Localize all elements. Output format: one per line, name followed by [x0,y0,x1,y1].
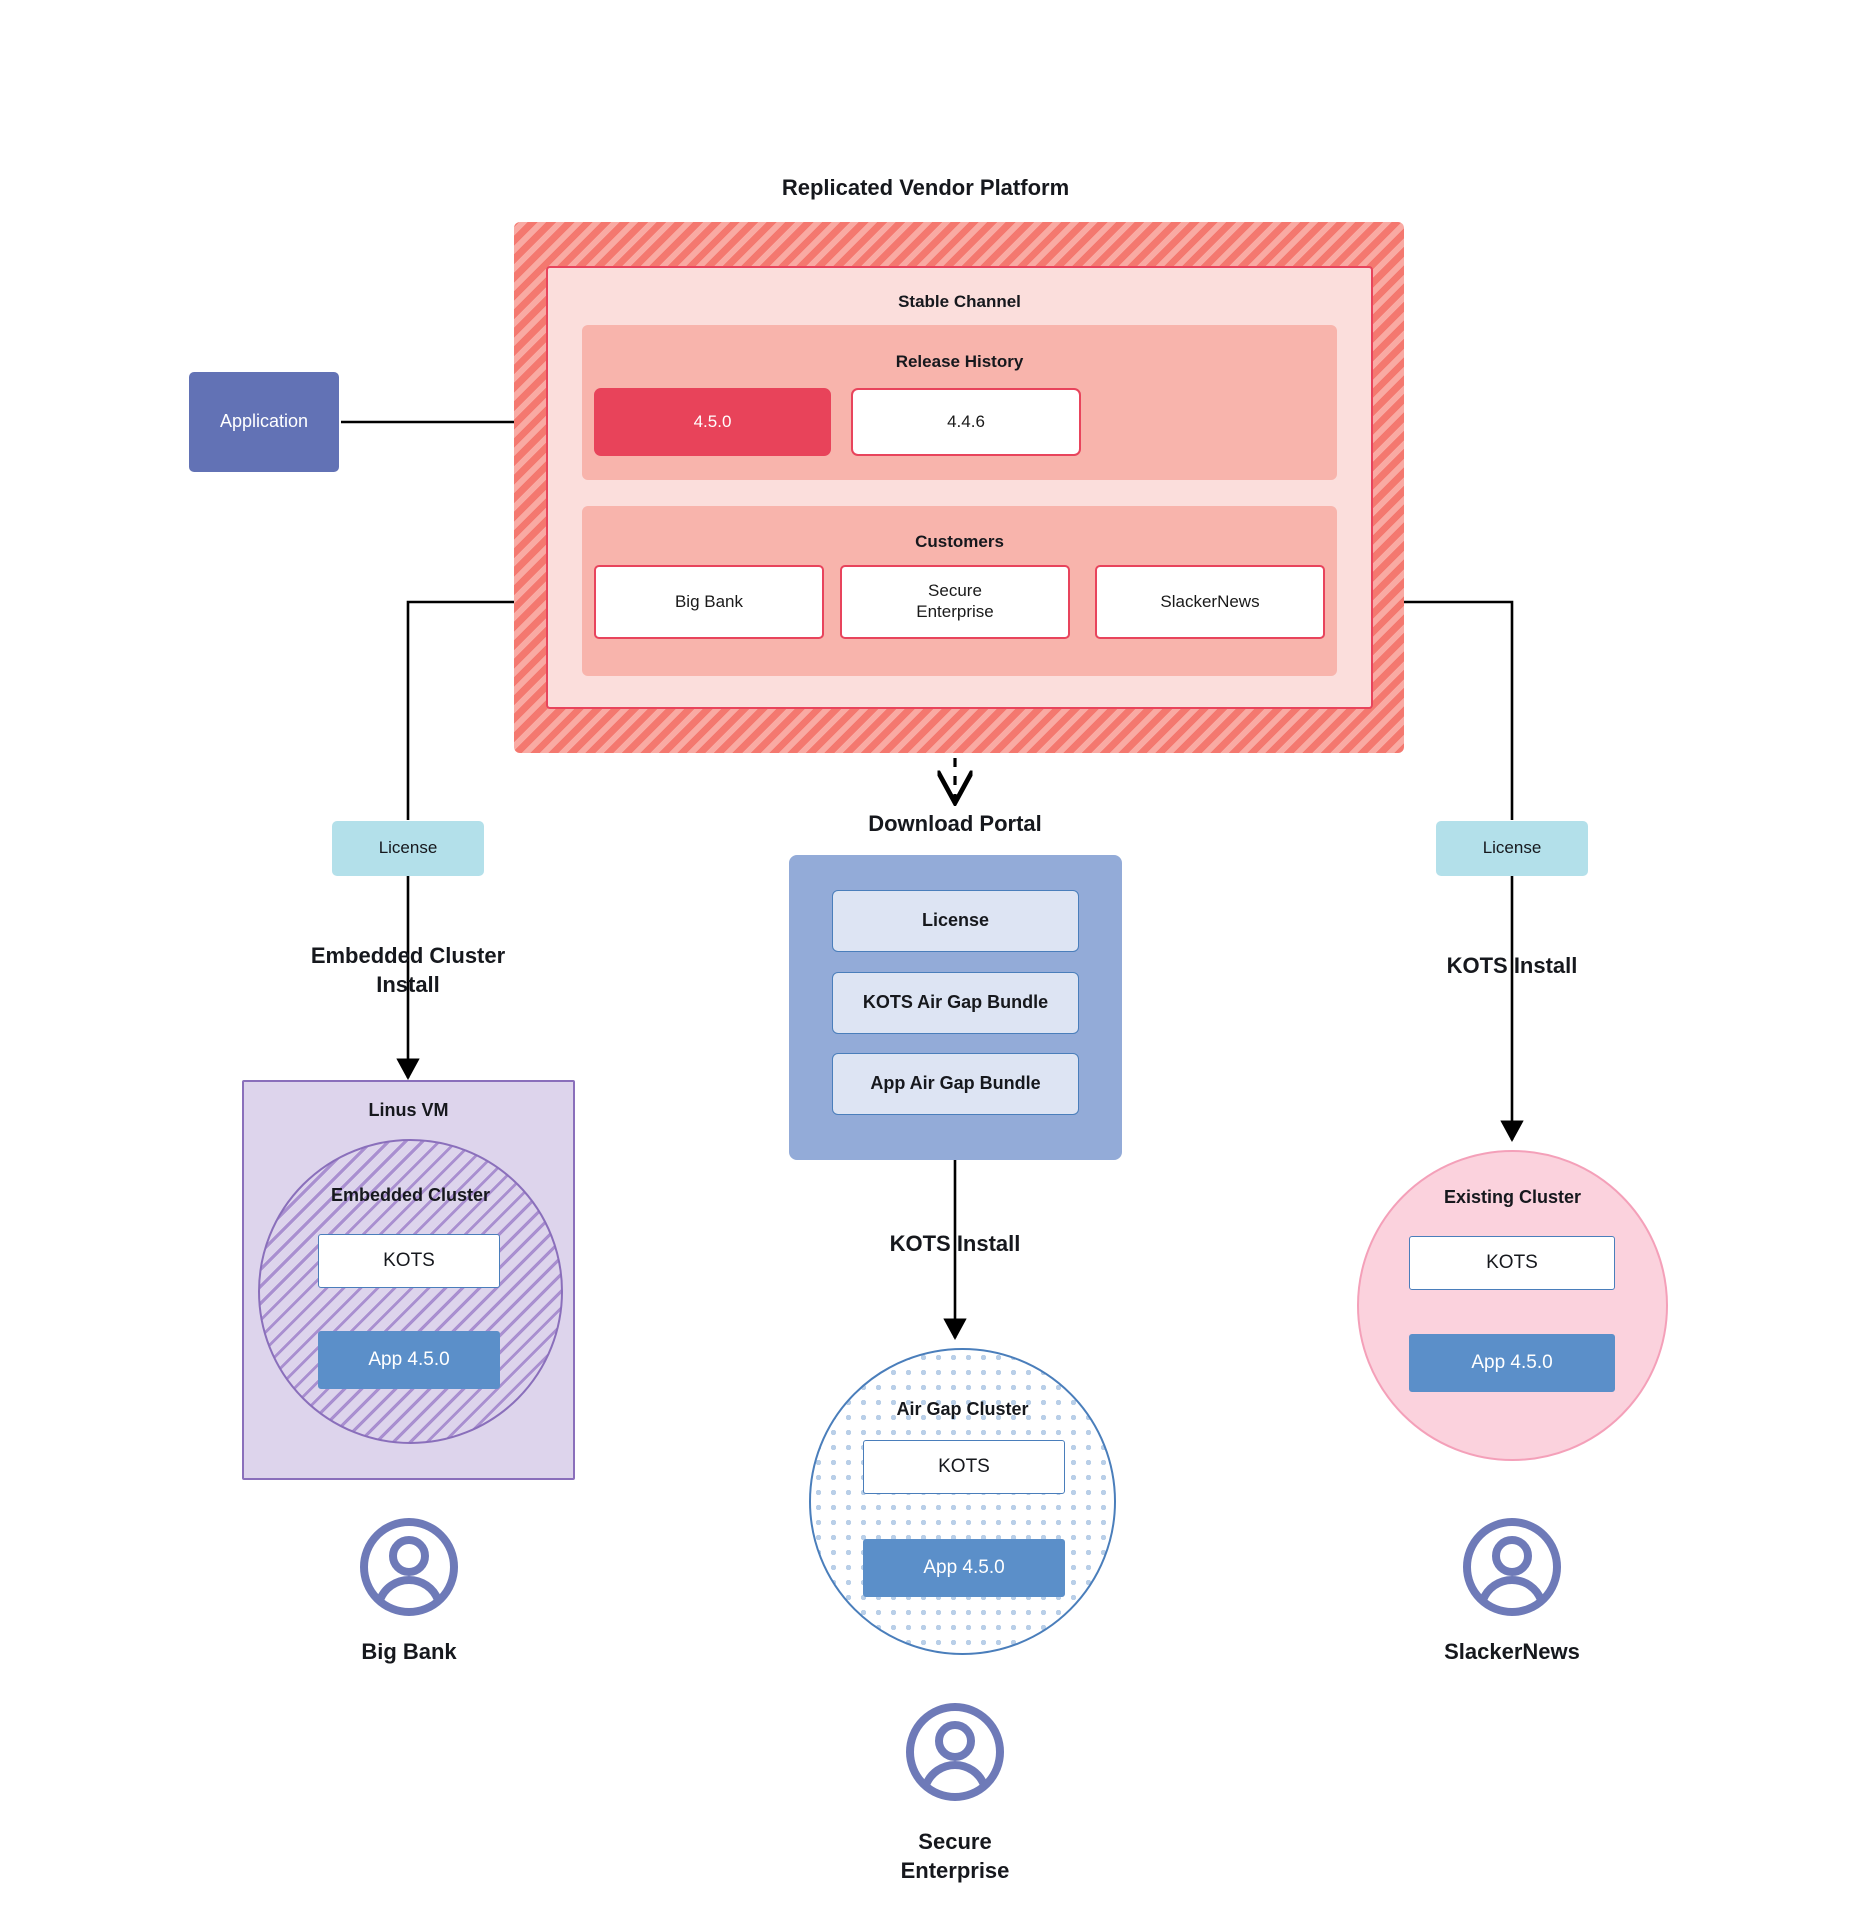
avatar-secure-enterprise-wrap [905,1702,1005,1802]
user-avatar-icon [360,1518,458,1616]
customer-card-big-bank[interactable]: Big Bank [594,565,824,639]
air-gap-cluster-circle [809,1348,1116,1655]
avatar-slackernews-wrap [1462,1517,1562,1617]
embedded-cluster-title: Embedded Cluster [330,1185,491,1205]
kots-label: KOTS [383,1250,435,1272]
license-label: License [1482,838,1542,858]
release-version-label: 4.5.0 [693,411,732,431]
portal-item-label: KOTS Air Gap Bundle [862,992,1049,1013]
persona-label-secure-enterprise: Secure Enterprise [900,1829,1010,1883]
kots-box-center[interactable]: KOTS [863,1440,1065,1494]
persona-label-big-bank: Big Bank [361,1639,457,1664]
kots-label: KOTS [938,1456,990,1478]
stable-channel-title: Stable Channel [898,292,1021,311]
embedded-cluster-circle [258,1139,563,1444]
avatar-big-bank-wrap [359,1517,459,1617]
portal-item-kots-air-gap-bundle[interactable]: KOTS Air Gap Bundle [832,972,1079,1034]
customer-name-label: Big Bank [674,591,744,611]
kots-label: KOTS [1486,1252,1538,1274]
app-version-label: App 4.5.0 [923,1557,1005,1579]
diagram-title: Replicated Vendor Platform [781,175,1070,200]
license-chip-right[interactable]: License [1436,821,1588,876]
customer-name-label: SlackerNews [1160,591,1260,611]
kots-install-label-right: KOTS Install [1446,953,1578,978]
customer-card-secure-enterprise[interactable]: Secure Enterprise [840,565,1070,639]
kots-install-label-center: KOTS Install [889,1231,1021,1256]
kots-box-right[interactable]: KOTS [1409,1236,1615,1290]
customer-name-label: Secure Enterprise [916,581,994,621]
existing-cluster-title: Existing Cluster [1443,1187,1582,1207]
user-avatar-icon [906,1703,1004,1801]
customers-title: Customers [915,532,1004,551]
portal-item-app-air-gap-bundle[interactable]: App Air Gap Bundle [832,1053,1079,1115]
license-chip-left[interactable]: License [332,821,484,876]
license-label: License [378,838,438,858]
application-node[interactable]: Application [189,372,339,472]
user-avatar-icon [1463,1518,1561,1616]
kots-box-left[interactable]: KOTS [318,1234,500,1288]
app-box-left[interactable]: App 4.5.0 [318,1331,500,1389]
portal-item-license[interactable]: License [832,890,1079,952]
app-box-right[interactable]: App 4.5.0 [1409,1334,1615,1392]
persona-label-slackernews: SlackerNews [1444,1639,1580,1664]
portal-item-label: License [921,910,990,931]
release-version-label: 4.4.6 [947,411,985,431]
application-label: Application [219,411,309,432]
download-portal-title: Download Portal [868,811,1042,836]
customer-card-slackernews[interactable]: SlackerNews [1095,565,1325,639]
existing-cluster-circle [1357,1150,1668,1461]
release-card-active[interactable]: 4.5.0 [594,388,831,456]
air-gap-cluster-title: Air Gap Cluster [896,1399,1029,1419]
embedded-cluster-install-label: Embedded Cluster Install [310,943,506,997]
app-version-label: App 4.5.0 [1471,1352,1553,1374]
app-version-label: App 4.5.0 [368,1349,450,1371]
linux-vm-title: Linus VM [368,1100,449,1120]
release-history-title: Release History [895,352,1024,371]
portal-item-label: App Air Gap Bundle [870,1073,1041,1094]
app-box-center[interactable]: App 4.5.0 [863,1539,1065,1597]
release-card-previous[interactable]: 4.4.6 [851,388,1081,456]
